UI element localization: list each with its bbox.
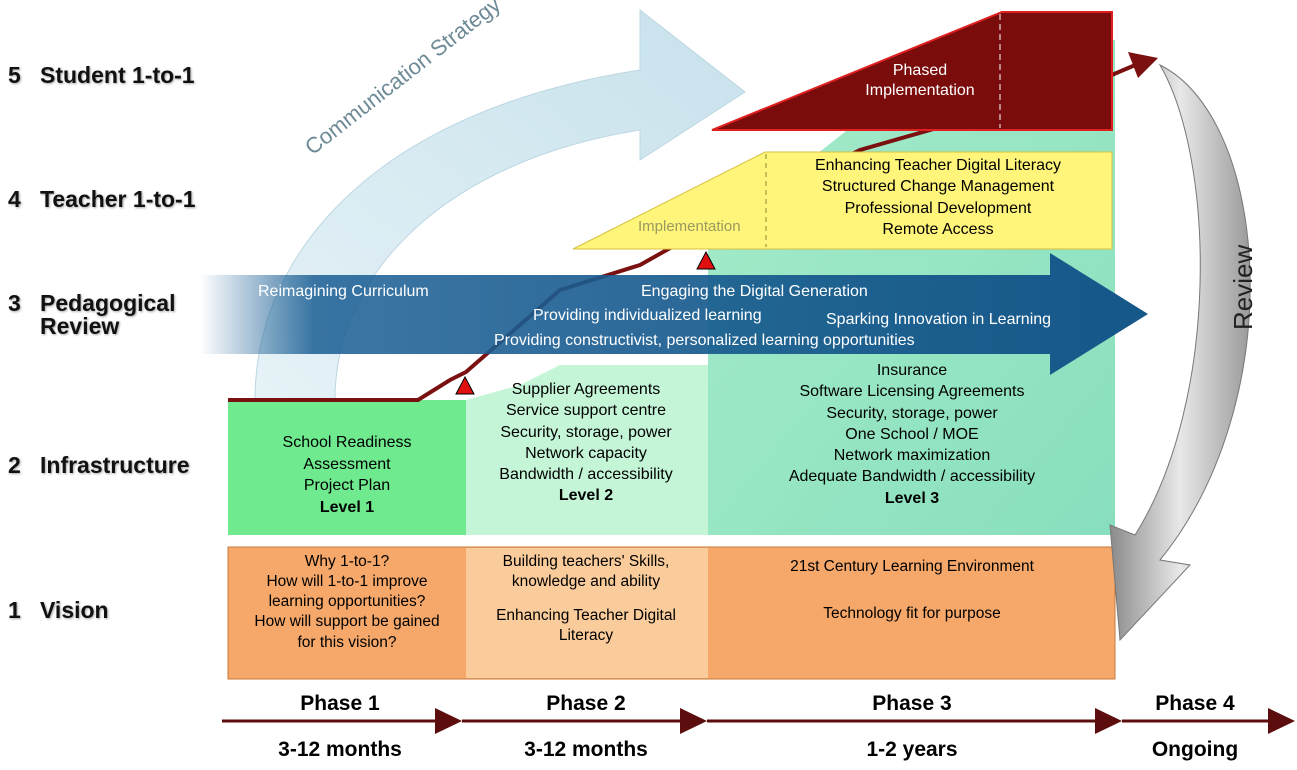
pedagogy-individualized: Providing individualized learning [533, 307, 762, 324]
milestone-marker-2 [455, 375, 475, 395]
teacher-implementation-label: Implementation [638, 218, 741, 235]
phase-4-duration: Ongoing [1151, 738, 1239, 761]
student-block-text: Phased Implementation [865, 62, 975, 99]
pedagogy-engaging: Engaging the Digital Generation [641, 283, 868, 300]
student-phased-block [711, 11, 1113, 131]
timeline-arrowhead-1 [435, 708, 462, 734]
vision-col2-highlight [466, 548, 708, 678]
pedagogy-reimagining: Reimagining Curriculum [258, 283, 429, 300]
phase-3-name: Phase 3 [872, 692, 952, 715]
teacher-block-items: Enhancing Teacher Digital Literacy Struc… [814, 157, 1062, 238]
progress-line-arrowhead [1128, 52, 1158, 78]
infrastructure-level2-panel [466, 365, 708, 535]
infrastructure-level3-text: Insurance Software Licensing Agreements … [788, 362, 1036, 507]
infrastructure-level1-panel [228, 400, 466, 535]
phase-2-name: Phase 2 [546, 692, 626, 715]
milestone-marker-1 [696, 250, 716, 270]
vision-col1-text: Why 1-to-1? How will 1-to-1 improve lear… [254, 553, 440, 651]
phase-3-duration: 1-2 years [866, 738, 958, 761]
phase-1-duration: 3-12 months [278, 738, 402, 761]
pedagogy-constructivist: Providing constructivist, personalized l… [494, 332, 915, 349]
infrastructure-level1-text: School Readiness Assessment Project Plan… [282, 434, 412, 516]
review-arrow [1109, 63, 1251, 642]
phase-2-duration: 3-12 months [524, 738, 648, 761]
pedagogy-arrow [200, 253, 1148, 375]
review-label: Review [1228, 244, 1258, 330]
phase-4-name: Phase 4 [1155, 692, 1235, 715]
infrastructure-level2-text: Supplier Agreements Service support cent… [499, 381, 673, 505]
teacher-block [572, 151, 1113, 250]
phase-1-name: Phase 1 [300, 692, 380, 715]
timeline-arrowhead-4 [1268, 708, 1295, 734]
vision-col2-text: Building teachers' Skills, knowledge and… [496, 553, 676, 645]
timeline-arrowhead-3 [1095, 708, 1122, 734]
pedagogy-sparking: Sparking Innovation in Learning [826, 311, 1052, 328]
timeline-arrowhead-2 [680, 708, 707, 734]
vision-col3-text: 21st Century Learning Environment Techno… [790, 558, 1034, 622]
